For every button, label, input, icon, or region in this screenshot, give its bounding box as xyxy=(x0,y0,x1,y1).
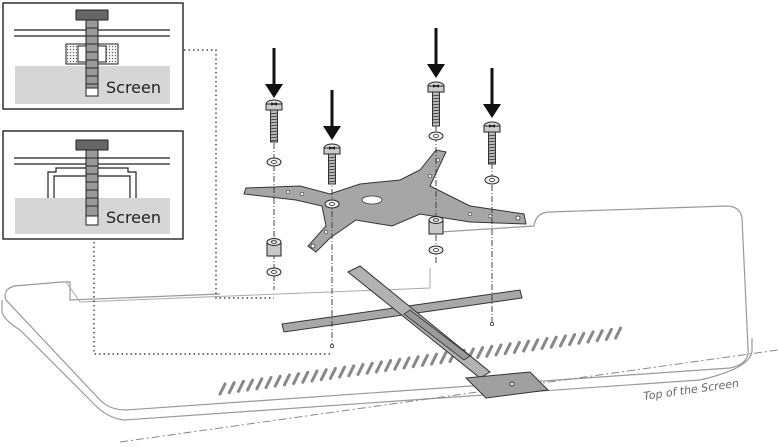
inset-bottom-screen-label: Screen xyxy=(106,208,161,227)
vent-slot xyxy=(227,381,236,395)
vent-slot xyxy=(402,356,411,370)
vent-slot xyxy=(439,351,448,365)
washer xyxy=(324,199,340,209)
vent-slot xyxy=(586,330,595,344)
down-arrow xyxy=(265,48,283,98)
vent-slot xyxy=(328,366,337,380)
down-arrow xyxy=(323,90,341,140)
down-arrow xyxy=(483,68,501,118)
spacer xyxy=(428,216,444,235)
vent-slot xyxy=(255,377,264,391)
vent-slot xyxy=(282,373,291,387)
vent-slot xyxy=(540,337,549,350)
down-arrow xyxy=(427,28,445,78)
washer xyxy=(266,267,282,277)
vent-slot xyxy=(319,368,328,382)
vent-slot xyxy=(384,359,393,373)
vent-slot xyxy=(494,343,503,357)
top-edge-line xyxy=(119,349,778,443)
inset-detail-bottom: Screen xyxy=(2,130,184,240)
vent-slot xyxy=(568,333,577,347)
insert-arrows xyxy=(265,28,501,140)
vent-slot xyxy=(503,342,512,356)
vent-slot xyxy=(549,335,558,349)
vent-slot xyxy=(393,357,402,371)
vent-slot xyxy=(310,369,319,383)
vent-slot xyxy=(512,340,521,354)
vent-slot xyxy=(374,360,383,374)
screw xyxy=(483,121,501,165)
screw xyxy=(265,99,283,143)
vent-slot xyxy=(347,364,356,378)
vent-slot xyxy=(411,355,420,369)
screw xyxy=(427,81,445,127)
screw xyxy=(323,143,341,185)
vesa-adapter-plate xyxy=(243,149,527,253)
vent-slot xyxy=(522,339,531,353)
vent-slot xyxy=(420,353,429,367)
vent-slot xyxy=(485,344,494,358)
vent-slot xyxy=(577,331,586,345)
vent-slot xyxy=(292,372,301,386)
inset-detail-top: Screen xyxy=(2,2,184,110)
vent-slot xyxy=(476,346,485,360)
vent-slot xyxy=(614,326,623,340)
vent-slot xyxy=(531,338,540,352)
vent-slot xyxy=(273,374,282,388)
inset-leader-lines xyxy=(93,49,330,355)
vent-slot xyxy=(338,365,347,379)
vent-slot xyxy=(218,382,227,396)
panel-holes xyxy=(329,321,494,348)
vent-slot xyxy=(236,379,245,393)
vent-slot xyxy=(595,329,604,343)
vent-slot xyxy=(301,370,310,384)
washer xyxy=(428,245,444,255)
vent-slot xyxy=(430,352,439,366)
spacer xyxy=(266,238,282,257)
vent-slot xyxy=(558,334,567,348)
washer xyxy=(484,175,500,185)
vent-slot xyxy=(264,376,273,389)
vent-slot xyxy=(365,361,374,375)
vent-slot xyxy=(356,363,365,376)
screen-back-panel xyxy=(1,205,778,443)
mounting-rail-bracket xyxy=(281,265,550,399)
vent-slots xyxy=(218,326,623,396)
vent-slot xyxy=(604,327,613,341)
washer xyxy=(428,131,444,141)
vent-slot xyxy=(246,378,255,392)
washer xyxy=(266,157,282,167)
hardware-stack xyxy=(265,81,501,277)
inset-top-screen-label: Screen xyxy=(106,78,161,97)
